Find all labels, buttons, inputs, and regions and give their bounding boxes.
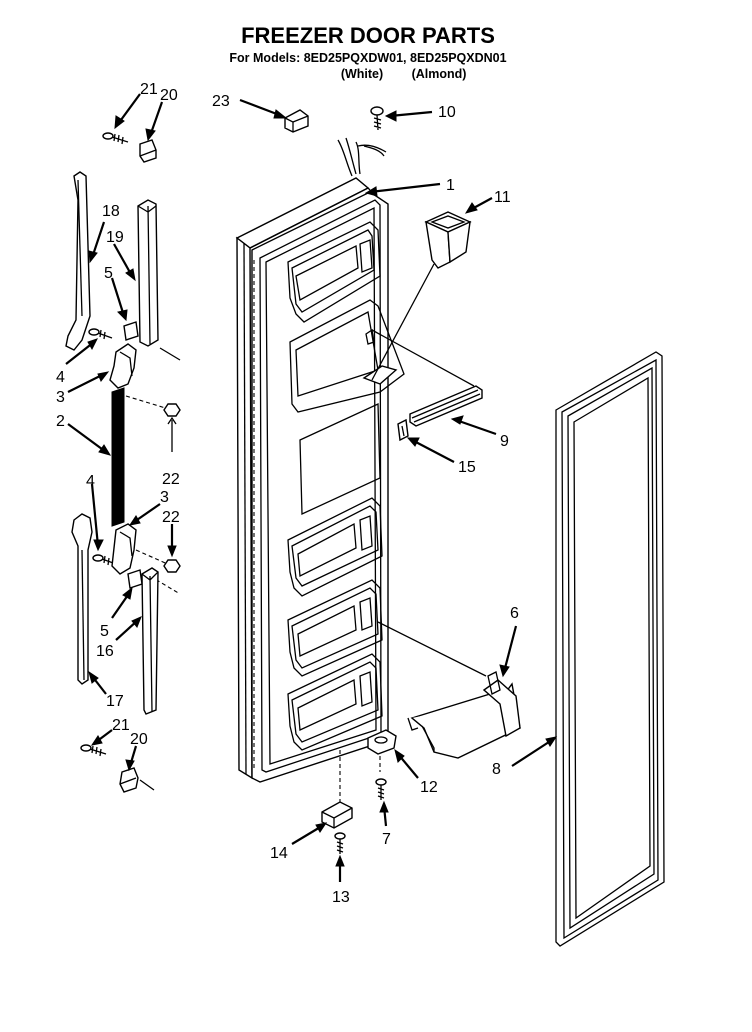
screw-part-22-upper [125, 395, 181, 452]
dispenser-chute-part [371, 211, 472, 381]
callout-21-bottom: 21 [112, 717, 130, 734]
door-gasket-part [555, 351, 665, 947]
wire-connector-part [284, 109, 387, 177]
callout-10: 10 [438, 104, 456, 121]
bottom-hinge-bushing-part [367, 729, 397, 772]
callout-5-top: 5 [104, 265, 113, 282]
callout-18: 18 [102, 203, 120, 220]
callout-16: 16 [96, 643, 114, 660]
diagram-title: FREEZER DOOR PARTS [241, 23, 495, 48]
handle-part-16 [141, 567, 159, 715]
callout-21-top: 21 [140, 81, 158, 98]
callout-12: 12 [420, 779, 438, 796]
callout-23: 23 [212, 93, 230, 110]
callout-22-upper: 22 [162, 471, 180, 488]
screw-part-13 [334, 832, 346, 854]
handle-trim-part-18 [65, 171, 91, 351]
callout-11: 11 [494, 189, 511, 206]
leader-lines [65, 93, 558, 882]
callout-13: 13 [332, 889, 350, 906]
trim-strip-part [371, 329, 483, 427]
screw-part-22-lower [135, 549, 181, 595]
callout-17: 17 [106, 693, 124, 710]
callout-4-top: 4 [56, 369, 65, 386]
door-outer-panel [235, 177, 389, 783]
models-line: For Models: 8ED25PQXDW01, 8ED25PQXDN01 [229, 51, 506, 65]
callout-19: 19 [106, 229, 124, 246]
handle-grip-part-2 [111, 387, 125, 527]
callout-15: 15 [458, 459, 476, 476]
handle-trim-part-17 [71, 513, 93, 685]
callout-2: 2 [56, 413, 65, 430]
screw-part-4-top [88, 328, 113, 340]
handle-bracket-part-20-top [139, 139, 157, 163]
callout-20-top: 20 [160, 87, 178, 104]
callout-22-lower: 22 [162, 509, 180, 526]
callout-1: 1 [446, 177, 455, 194]
handle-bracket-part-20-bottom [119, 767, 155, 793]
handle-clip-part-5-bottom [127, 569, 143, 589]
handle-part-19 [137, 199, 181, 361]
callout-labels: 21 20 23 10 1 11 18 19 5 4 3 2 22 4 3 22… [56, 81, 519, 906]
screw-part-21-bottom [80, 744, 107, 757]
handle-end-cap-part-3-bottom [111, 523, 137, 575]
color-almond-label: (Almond) [412, 67, 467, 81]
callout-6: 6 [510, 605, 519, 622]
callout-4-bottom: 4 [86, 473, 95, 490]
callout-7: 7 [382, 831, 391, 848]
callout-20-bottom: 20 [130, 731, 148, 748]
handle-end-cap-part-3-top [109, 343, 137, 389]
door-stop-part [321, 750, 353, 829]
callout-3-bottom: 3 [160, 489, 169, 506]
handle-clip-part-5-top [123, 321, 139, 341]
callout-8: 8 [492, 761, 501, 778]
callout-3-top: 3 [56, 389, 65, 406]
callout-14: 14 [270, 845, 288, 862]
door-bin-part [377, 621, 521, 759]
trim-clip-part [397, 418, 409, 442]
color-white-label: (White) [341, 67, 383, 81]
screw-part-7 [375, 778, 387, 800]
callout-5-bottom: 5 [100, 623, 109, 640]
screw-part-21-top [102, 132, 129, 145]
callout-9: 9 [500, 433, 509, 450]
screw-part-10 [370, 106, 384, 131]
